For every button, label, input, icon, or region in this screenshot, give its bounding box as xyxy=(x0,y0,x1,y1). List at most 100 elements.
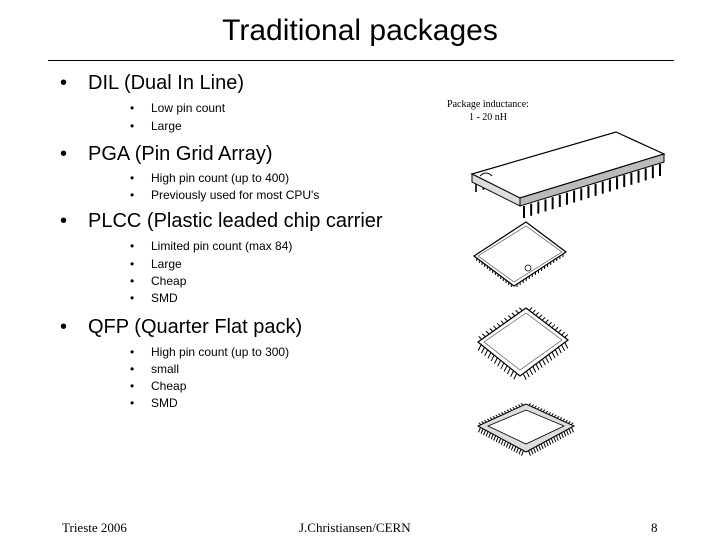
qfp-fp-lead xyxy=(530,449,534,455)
bullet: • xyxy=(60,72,68,94)
qfp-fp-lead xyxy=(559,417,563,420)
qfp-lead xyxy=(557,346,562,354)
qfp-fp-lead xyxy=(485,431,489,437)
qfp-fp-lead xyxy=(506,409,510,413)
section-dil-label: DIL (Dual In Line) xyxy=(88,72,244,94)
qfp-lead xyxy=(548,354,553,361)
dil-pins-front xyxy=(523,164,661,218)
qfp-fp-lead xyxy=(565,419,568,423)
qfp-fp-lead xyxy=(513,446,517,452)
qfp-fp-lead xyxy=(560,432,564,439)
qfp-fp-lead xyxy=(481,421,485,424)
qfp-lead xyxy=(564,342,569,349)
qfp-lead xyxy=(510,370,514,377)
item-text: Cheap xyxy=(151,379,187,393)
item-text: Previously used for most CPU's xyxy=(151,188,320,202)
bullet: • xyxy=(130,257,135,271)
qfp-fp-lead xyxy=(535,446,539,452)
qfp-lead xyxy=(541,358,546,366)
section-qfp-item: •High pin count (up to 300) xyxy=(130,345,289,359)
section-qfp-heading: •QFP (Quarter Flat pack) xyxy=(60,316,302,339)
item-text: small xyxy=(151,362,180,376)
note-line: 1 - 20 nH xyxy=(468,112,508,123)
bullet: • xyxy=(130,274,135,288)
bullet: • xyxy=(130,345,135,359)
qfp-lead xyxy=(554,349,559,356)
qfp-fp-lead xyxy=(510,444,514,451)
qfp-fp-lead xyxy=(570,422,574,426)
qfp-fp-lead xyxy=(486,418,490,422)
section-dil-item: •Low pin count xyxy=(130,101,225,115)
qfp-fp-lead xyxy=(512,406,516,410)
qfp-lead xyxy=(532,309,536,314)
qfp-lead xyxy=(538,361,543,368)
qfp-fp-lead xyxy=(478,422,482,426)
qfp-lead xyxy=(535,312,540,316)
qfp-fp-lead xyxy=(545,440,549,447)
section-pga-item: •High pin count (up to 400) xyxy=(130,171,289,185)
bullet: • xyxy=(130,239,135,253)
section-pga-item: • Previously used for most CPU's xyxy=(130,188,319,202)
qfp-lead xyxy=(551,324,556,329)
qfp-body-bevel xyxy=(483,312,563,371)
qfp-fp-lead xyxy=(489,417,493,420)
qfp-fp-lead xyxy=(509,408,513,411)
qfp-lead xyxy=(493,325,497,330)
section-qfp-item: •Cheap xyxy=(130,379,186,393)
qfp-fp-lead xyxy=(492,415,496,419)
qfp-fp-lead xyxy=(550,438,554,444)
qfp-lead xyxy=(489,328,494,332)
qfp-lead xyxy=(554,326,559,331)
qfp-fp-lead xyxy=(498,413,501,417)
qfp-fp-lead xyxy=(521,450,524,456)
qfp-fp-lead xyxy=(556,415,560,419)
qfp-body-top xyxy=(477,307,569,377)
section-plcc-item: •Limited pin count (max 84) xyxy=(130,239,292,253)
qfp-lead xyxy=(532,366,537,373)
qfp-fp-lead xyxy=(480,428,484,434)
qfp-lead xyxy=(506,367,511,375)
qfp-lead xyxy=(493,357,498,364)
qfp-lead xyxy=(504,317,508,322)
qfp-lead xyxy=(528,307,533,311)
qfp-fp-top xyxy=(487,409,565,445)
item-text: SMD xyxy=(151,291,178,305)
qfp-fp-lead xyxy=(562,418,566,422)
qfp-fp-lead xyxy=(548,439,552,445)
qfp-fp-lead xyxy=(503,440,507,447)
qfp-fp-lead xyxy=(484,419,487,423)
qfp-lead xyxy=(503,365,508,372)
qfp-lead xyxy=(548,321,552,326)
qfp-fp-lead xyxy=(565,429,569,436)
qfp-lead xyxy=(535,363,540,371)
qfp-lead xyxy=(518,307,523,311)
section-qfp-item: • small xyxy=(130,362,179,376)
qfp-lead xyxy=(545,356,550,364)
qfp-fp-lead xyxy=(490,434,494,440)
qfp-lead xyxy=(507,315,512,319)
note-line: Package inductance: xyxy=(447,99,529,110)
qfp-lead xyxy=(515,309,519,314)
qfp-fp-lead xyxy=(533,447,537,454)
section-dil-heading: • DIL (Dual In Line) xyxy=(60,72,244,95)
qfp-lead xyxy=(497,360,502,367)
qfp-fp-lead xyxy=(518,449,522,455)
qfp-fp-lead xyxy=(495,414,499,418)
qfp-lead xyxy=(500,362,505,370)
qfp-fp-lead xyxy=(495,436,499,443)
plcc-pin1-mark xyxy=(524,264,532,272)
item-text: Cheap xyxy=(151,274,187,288)
bullet: • xyxy=(130,362,135,376)
qfp-lead xyxy=(557,329,562,333)
qfp-fp-lead xyxy=(548,411,551,415)
qfp-lead xyxy=(511,312,516,317)
qfp-lead xyxy=(525,370,530,378)
qfp-lead xyxy=(484,349,489,357)
qfp-fp-lead xyxy=(508,443,512,449)
qfp-lead xyxy=(522,373,527,380)
qfp-fp-lead xyxy=(553,414,557,418)
qfp-fp-lead xyxy=(555,435,559,441)
qfp-fp-lead xyxy=(539,408,543,411)
bullet: • xyxy=(130,188,135,202)
qfp-fp-lead xyxy=(540,443,544,449)
